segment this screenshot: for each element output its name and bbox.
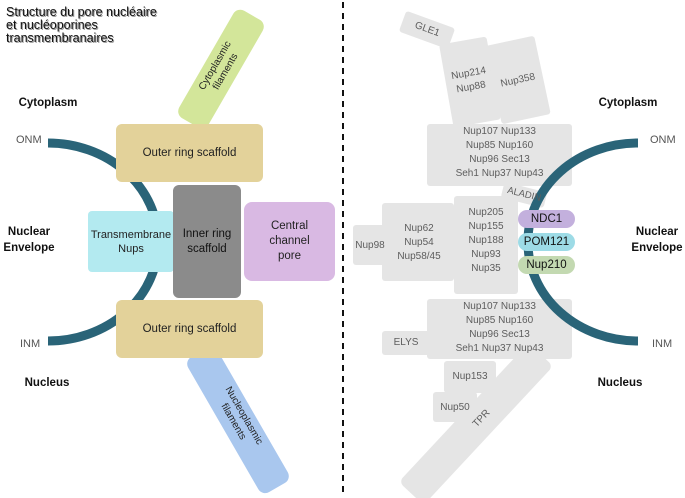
outer-ring-scaffold-bottom: Outer ring scaffold	[116, 300, 263, 358]
inner-ring-nups: Nup205 Nup155 Nup188 Nup93 Nup35	[468, 207, 504, 274]
nucleoplasmic-filaments-shape	[187, 346, 289, 494]
left-onm-label: ONM	[16, 134, 42, 146]
nup50-label: Nup50	[440, 402, 470, 413]
right-nucleus-label: Nucleus	[597, 377, 643, 389]
right-scaffold-shapes	[353, 11, 572, 498]
transmembrane-nups-box: Transmembrane Nups	[88, 211, 174, 272]
cytoplasmic-filaments-shape	[178, 9, 264, 129]
inner-ring-scaffold-box: Inner ring scaffold	[173, 185, 241, 298]
left-cytoplasm-label: Cytoplasm	[18, 97, 78, 109]
outer-ring-scaffold-top: Outer ring scaffold	[116, 124, 263, 182]
central-channel-pore-box: Central channel pore	[244, 202, 335, 281]
elys-label: ELYS	[393, 337, 419, 348]
nup98-label: Nup98	[355, 240, 385, 251]
nup153-label: Nup153	[452, 371, 488, 382]
outer-ring-bottom-nups: Nup107 Nup133 Nup85 Nup160 Nup96 Sec13 S…	[455, 301, 544, 354]
ndc1-pill: NDC1	[518, 210, 575, 228]
right-inm-label: INM	[652, 338, 673, 350]
figure-title: Structure du pore nucléaire et nucléopor…	[6, 5, 157, 45]
left-inm-label: INM	[20, 338, 41, 350]
nup210-pill: Nup210	[518, 256, 575, 274]
left-nuclear-envelope-label: Nuclear Envelope	[3, 226, 55, 254]
pom121-pill: POM121	[518, 233, 575, 251]
left-nucleus-label: Nucleus	[24, 377, 70, 389]
right-nuclear-envelope-label: Nuclear Envelope	[631, 226, 683, 254]
outer-ring-top-nups: Nup107 Nup133 Nup85 Nup160 Nup96 Sec13 S…	[455, 126, 544, 179]
right-cytoplasm-label: Cytoplasm	[598, 97, 658, 109]
right-onm-label: ONM	[650, 134, 676, 146]
central-channel-nups: Nup62 Nup54 Nup58/45	[397, 223, 441, 262]
